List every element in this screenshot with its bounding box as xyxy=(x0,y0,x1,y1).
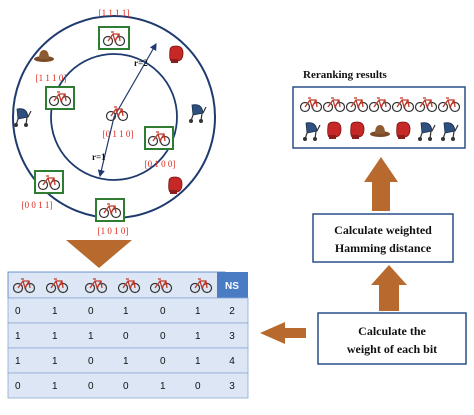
ns-cell: 4 xyxy=(229,356,235,367)
radius-r2-line xyxy=(113,42,157,118)
bit-cell: 1 xyxy=(123,306,129,317)
calc-weight-line1: Calculate the xyxy=(358,324,426,338)
bit-cell: 0 xyxy=(160,306,166,317)
code-bottom-left: [0 0 1 1] xyxy=(22,200,53,210)
ns-cell: 3 xyxy=(229,331,235,342)
bit-cell: 0 xyxy=(195,381,201,392)
down-arrow xyxy=(66,240,132,268)
code-left: [1 1 1 0] xyxy=(36,73,67,83)
up-arrow xyxy=(364,157,398,211)
bit-cell: 1 xyxy=(195,331,201,342)
ns-header: NS xyxy=(225,281,239,292)
hamming-sphere-inner xyxy=(50,53,178,181)
table-row: 0 1 0 1 0 1 2 xyxy=(7,297,249,324)
bit-cell: 1 xyxy=(88,331,94,342)
reranking-title: Reranking results xyxy=(303,69,388,81)
up-arrow xyxy=(371,265,407,311)
table-row: 1 1 1 0 0 1 3 xyxy=(7,322,249,349)
code-top: [1 1 1 1] xyxy=(99,8,130,18)
bit-cell: 1 xyxy=(195,356,201,367)
bit-cell: 0 xyxy=(160,356,166,367)
bit-cell: 0 xyxy=(160,331,166,342)
bit-cell: 1 xyxy=(52,381,58,392)
bit-cell: 0 xyxy=(15,381,21,392)
ns-cell: 3 xyxy=(229,381,235,392)
calc-hamming-line1: Calculate weighted xyxy=(334,223,432,237)
bit-cell: 1 xyxy=(123,356,129,367)
boxing-glove-icon xyxy=(169,45,184,64)
table-row: 0 1 0 0 1 0 3 xyxy=(7,372,249,399)
reranking-results-box xyxy=(292,86,466,149)
calc-hamming-line2: Hamming distance xyxy=(335,241,432,255)
radius-r1-label: r=1 xyxy=(92,152,106,162)
image-top xyxy=(98,26,130,50)
bit-cell: 0 xyxy=(123,331,129,342)
code-center: [0 1 1 0] xyxy=(103,129,134,139)
bit-cell: 1 xyxy=(15,356,21,367)
calc-weight-box: Calculate the weight of each bit xyxy=(317,312,467,365)
radius-r1-line xyxy=(97,116,115,178)
image-bottom xyxy=(95,198,125,222)
bit-cell: 1 xyxy=(52,356,58,367)
radius-r2-label: r=2 xyxy=(134,58,148,68)
ns-cell: 2 xyxy=(229,306,235,317)
calc-weight-line2: weight of each bit xyxy=(347,342,437,356)
right-arrow xyxy=(260,322,306,344)
stroller-icon xyxy=(13,108,32,128)
image-left xyxy=(45,86,75,110)
image-bottom-left xyxy=(34,170,64,194)
code-right: [0 1 0 0] xyxy=(145,159,176,169)
calc-hamming-box: Calculate weighted Hamming distance xyxy=(312,213,454,263)
boxing-glove-icon xyxy=(168,176,183,195)
hash-code-table: NS 0 1 0 1 0 1 2 1 1 1 0 0 1 3 1 1 0 1 0 1 4 0 1 0 0 1 0 3 xyxy=(7,271,249,399)
bit-cell: 0 xyxy=(88,306,94,317)
bit-cell: 1 xyxy=(52,331,58,342)
bit-cell: 1 xyxy=(52,306,58,317)
bit-cell: 1 xyxy=(160,381,166,392)
table-header-row: NS xyxy=(7,271,248,299)
code-bottom: [1 0 1 0] xyxy=(98,226,129,236)
bit-cell: 0 xyxy=(88,356,94,367)
bit-cell: 0 xyxy=(15,306,21,317)
bit-cell: 0 xyxy=(123,381,129,392)
bit-cell: 0 xyxy=(88,381,94,392)
bit-cell: 1 xyxy=(195,306,201,317)
stroller-icon xyxy=(188,104,207,124)
image-center xyxy=(105,106,129,122)
bit-cell: 1 xyxy=(15,331,21,342)
image-right xyxy=(144,126,174,150)
table-row: 1 1 0 1 0 1 4 xyxy=(7,347,249,374)
